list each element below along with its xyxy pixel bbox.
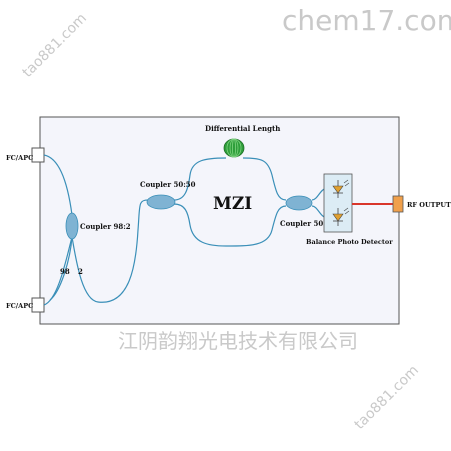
fiber-coupler982-to-coupler-in — [71, 199, 149, 303]
fiber-paths — [43, 154, 329, 306]
detector-label: Balance Photo Detector — [306, 238, 393, 246]
mzi-title: MZI — [213, 194, 252, 214]
watermark-side-bottom: tao881.com — [352, 362, 423, 433]
coupler-98-2 — [65, 212, 79, 240]
fiber-coil — [223, 138, 245, 158]
input-port-top-label: FC/APC — [6, 154, 33, 162]
rf-output-label: RF OUTPUT — [407, 201, 451, 209]
watermark-company: 江阴韵翔光电技术有限公司 — [118, 329, 358, 353]
fiber-98-branch — [49, 236, 73, 301]
coupler-98-2-label: Coupler 98:2 — [80, 222, 131, 231]
coupler-out-50-50 — [285, 195, 313, 211]
watermark-site: chem17.com — [282, 4, 451, 37]
coupler-in-label: Coupler 50:50 — [140, 180, 196, 189]
watermark-side-top: tao881.com — [20, 10, 91, 81]
fiber-coil-label: Differential Length — [205, 124, 280, 133]
photodiode-top-icon — [332, 179, 350, 198]
fiber-bottom-to-coupler982 — [43, 236, 73, 306]
photodiode-bottom-icon — [332, 207, 350, 226]
fiber-mzi-upper-left — [173, 157, 227, 201]
split-label-left: 98 — [60, 267, 70, 276]
fiber-top-to-coupler982 — [43, 154, 73, 216]
coupler-in-50-50 — [146, 194, 176, 210]
input-port-bottom — [31, 297, 45, 313]
split-label-right: 2 — [78, 267, 83, 276]
fiber-mzi-lower — [173, 203, 287, 247]
input-port-top — [31, 147, 45, 163]
rf-output-port — [392, 195, 404, 213]
input-port-bottom-label: FC/APC — [6, 302, 33, 310]
coupler-out-label: Coupler 50:50 — [280, 219, 336, 228]
fiber-mzi-upper-right — [242, 157, 287, 201]
